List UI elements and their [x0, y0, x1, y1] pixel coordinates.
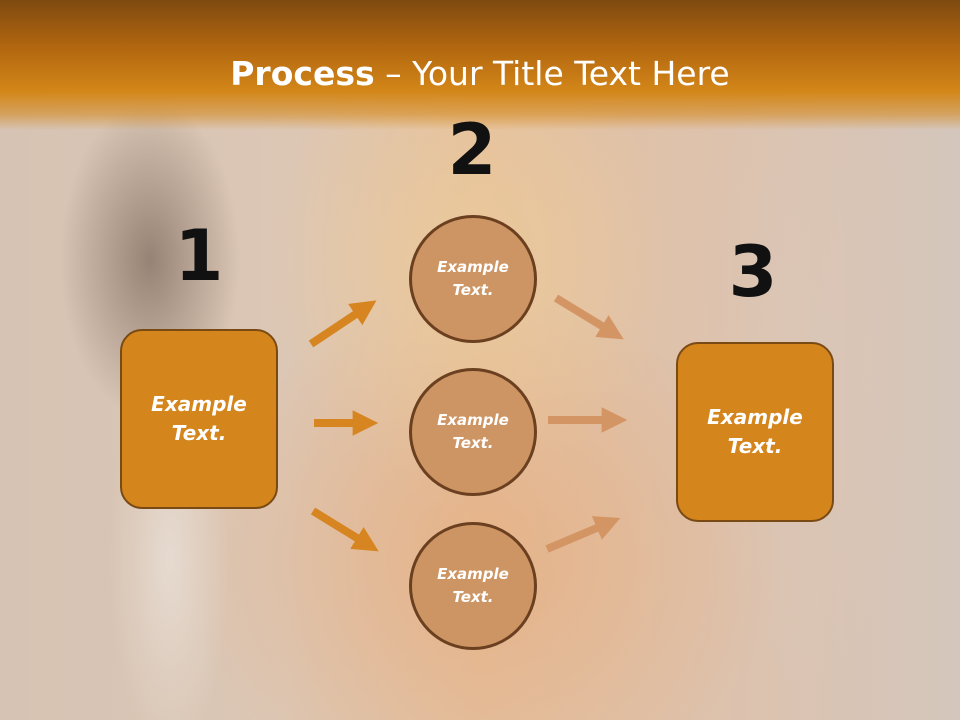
step-number-3: 3	[728, 231, 778, 313]
title-rest-part: – Your Title Text Here	[374, 54, 730, 93]
end-box-text: Example Text.	[707, 405, 803, 458]
arrow-to-bottom-circle	[310, 507, 379, 552]
arrow-from-top-circle	[553, 294, 624, 340]
step-number-2: 2	[447, 109, 497, 191]
circle-bottom: Example Text.	[409, 522, 537, 650]
start-box: Example Text.	[120, 329, 278, 509]
circle-middle: Example Text.	[409, 368, 537, 496]
arrow-to-top-circle	[308, 300, 377, 348]
title-banner	[0, 0, 960, 130]
title-bold-part: Process	[230, 54, 375, 93]
circle-middle-text: Example Text.	[437, 411, 509, 452]
slide-title: Process – Your Title Text Here	[0, 52, 960, 96]
circle-bottom-text: Example Text.	[437, 565, 509, 606]
circle-top: Example Text.	[409, 215, 537, 343]
circle-top-text: Example Text.	[437, 258, 509, 299]
start-box-text: Example Text.	[151, 392, 247, 445]
end-box: Example Text.	[676, 342, 834, 522]
step-number-1: 1	[174, 215, 224, 297]
arrow-from-bottom-circle	[545, 516, 621, 553]
